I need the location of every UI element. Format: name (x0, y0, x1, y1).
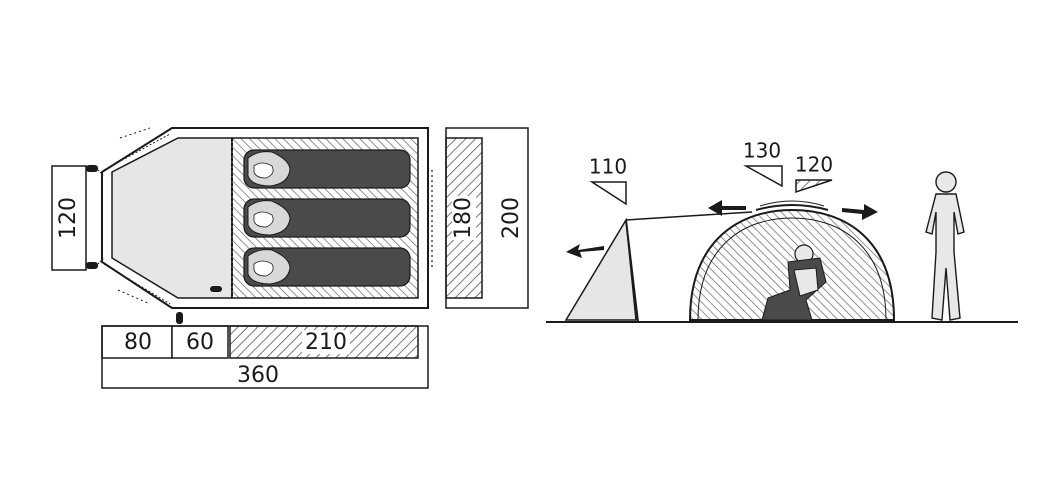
height-label-front: 110 (589, 155, 627, 179)
depth-dimension-total (445, 127, 529, 309)
width-label-total: 360 (237, 363, 279, 388)
width-label-sleeping: 210 (305, 330, 347, 355)
seam-line (103, 133, 171, 305)
floor-plan: 120 180 200 80 60 210 360 (51, 127, 529, 389)
standing-person-icon (925, 171, 965, 321)
seated-person-icon (761, 244, 827, 321)
side-view: 110 130 120 (546, 139, 1018, 323)
depth-label-vestibule: 120 (56, 197, 81, 239)
width-label-vestibule: 80 (124, 330, 152, 355)
vestibule-fly (564, 217, 637, 321)
depth-dimension-vestibule (51, 165, 87, 271)
label-backdrop (452, 196, 476, 240)
sleeping-bag (243, 149, 411, 189)
height-label-rear: 120 (795, 153, 833, 177)
fly-top (625, 211, 753, 221)
sleeping-bag (243, 247, 411, 287)
label-backdrop (302, 330, 350, 354)
height-marker-front (589, 181, 627, 206)
airflow-arrow-icon (566, 244, 604, 258)
depth-label-total: 200 (499, 197, 524, 239)
sleeping-bag (243, 198, 411, 238)
guyline-dots (117, 289, 151, 305)
width-dimension-total (101, 325, 429, 389)
airflow-arrow-icon (708, 200, 746, 216)
height-marker-top (743, 165, 783, 188)
dome-vent-edge (759, 200, 825, 207)
dome-vent (755, 204, 829, 211)
tent-peg-icon (86, 165, 222, 324)
width-dimension-entry (171, 325, 229, 359)
guyline-dots (119, 127, 151, 139)
depth-label-inner: 180 (451, 197, 476, 239)
width-label-entry: 60 (186, 330, 214, 355)
dome-inner (697, 217, 887, 321)
height-label-top: 130 (743, 139, 781, 163)
airflow-arrow-icon (842, 204, 878, 220)
height-marker-rear (795, 179, 833, 194)
front-pole (625, 219, 639, 323)
